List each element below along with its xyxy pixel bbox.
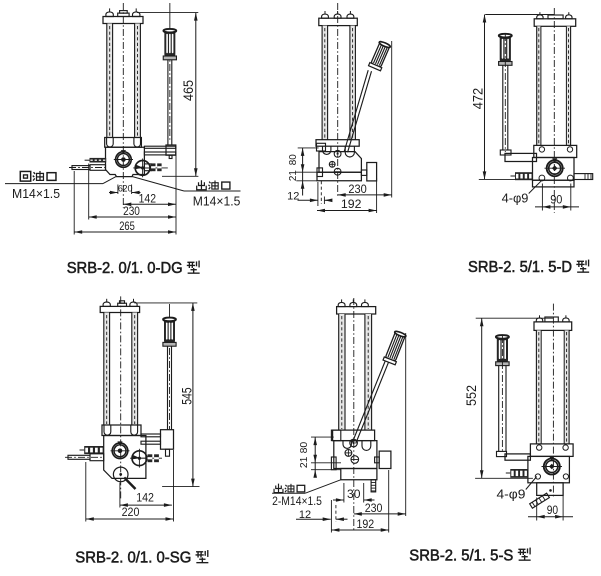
svg-text:6: 6: [118, 184, 123, 194]
svg-text:142: 142: [136, 493, 154, 505]
svg-text:220: 220: [122, 507, 140, 519]
svg-text:90: 90: [550, 195, 562, 207]
svg-text:230: 230: [348, 184, 366, 196]
svg-text:230: 230: [365, 503, 383, 515]
svg-text:SRB-2. 5/1. 5-D: SRB-2. 5/1. 5-D: [468, 259, 572, 276]
svg-text:2-M14×1.5: 2-M14×1.5: [272, 494, 322, 508]
svg-text:4-φ9: 4-φ9: [502, 192, 529, 206]
svg-text:80: 80: [287, 154, 299, 165]
svg-text:90: 90: [547, 505, 558, 517]
svg-text:SRB-2. 0/1. 0-DG: SRB-2. 0/1. 0-DG: [67, 260, 183, 277]
svg-text:SRB-2. 0/1. 0-SG: SRB-2. 0/1. 0-SG: [75, 550, 191, 567]
svg-text:265: 265: [119, 221, 135, 233]
svg-text:M14×1.5: M14×1.5: [193, 194, 241, 209]
svg-text:472: 472: [470, 88, 486, 110]
svg-text:SRB-2. 5/1. 5-S: SRB-2. 5/1. 5-S: [409, 548, 513, 565]
svg-text:545: 545: [178, 387, 194, 405]
svg-text:21: 21: [287, 170, 299, 181]
svg-text:21: 21: [298, 456, 310, 468]
svg-text:30: 30: [347, 489, 361, 501]
svg-text:M14×1.5: M14×1.5: [12, 186, 60, 201]
svg-text:552: 552: [463, 385, 479, 406]
svg-text:80: 80: [298, 442, 310, 454]
svg-text:230: 230: [123, 206, 140, 218]
svg-text:192: 192: [341, 199, 362, 211]
svg-text:465: 465: [180, 80, 196, 101]
svg-text:12: 12: [287, 190, 299, 202]
svg-text:20: 20: [122, 184, 132, 194]
svg-text:142: 142: [139, 193, 156, 205]
svg-text:192: 192: [356, 519, 374, 531]
svg-text:12: 12: [299, 509, 311, 521]
svg-text:4-φ9: 4-φ9: [497, 487, 526, 501]
